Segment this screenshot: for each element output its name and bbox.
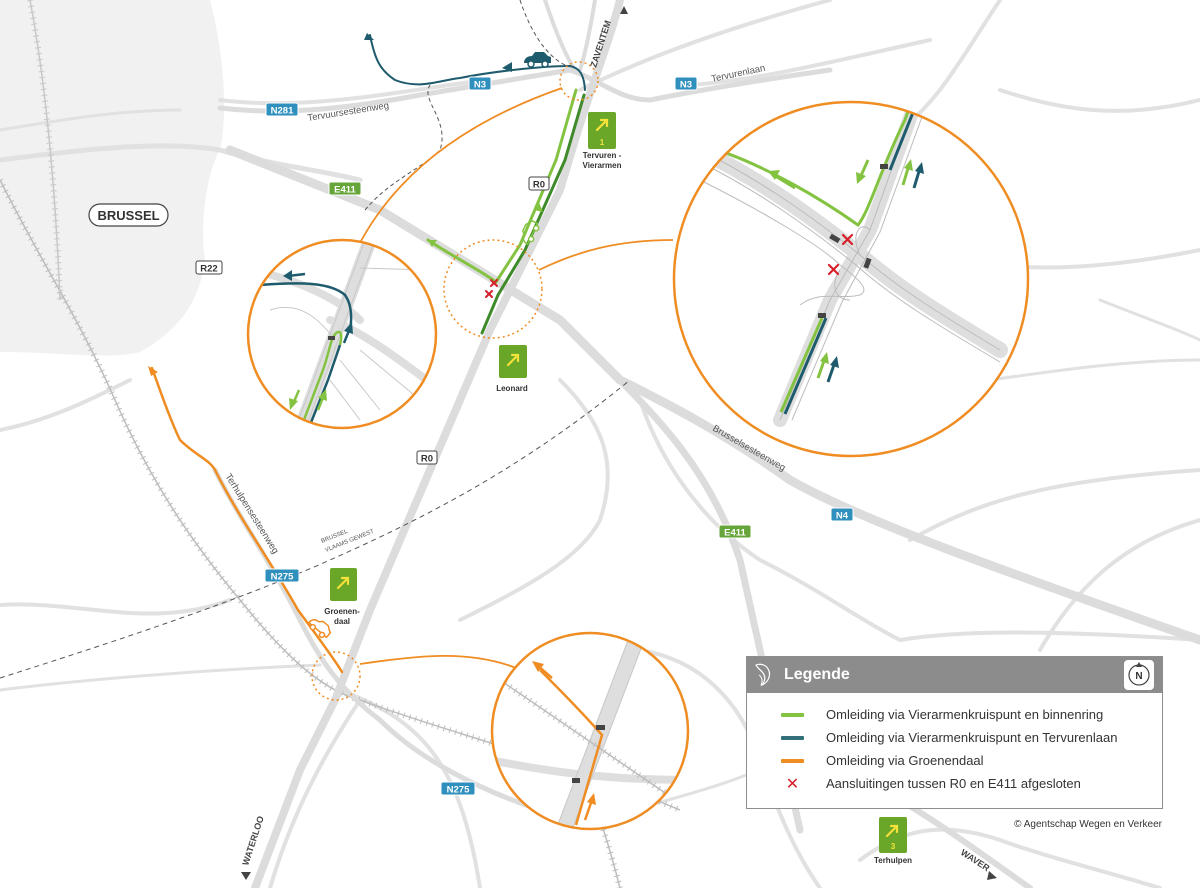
shield-n3-right: N3 <box>674 76 698 91</box>
svg-text:N275: N275 <box>271 572 294 583</box>
shield-n3-left: N3 <box>468 76 492 91</box>
legend-item: Omleiding via Vierarmenkruispunt en Terv… <box>781 726 1162 749</box>
car-icon <box>307 619 332 639</box>
svg-text:R22: R22 <box>200 264 217 275</box>
svg-text:3: 3 <box>891 842 896 851</box>
zoom-circle-vierarmen <box>672 100 1030 458</box>
legend-swatch <box>781 758 804 763</box>
svg-text:BRUSSEL: BRUSSEL <box>97 208 159 223</box>
closure-crosses-main <box>485 279 498 298</box>
svg-text:E411: E411 <box>334 185 356 196</box>
car-icon <box>524 52 551 68</box>
exit-sign-terhulpen: 3 Terhulpen <box>874 817 912 865</box>
legend-header: Legende N <box>747 657 1162 693</box>
svg-text:Tervuren -: Tervuren - <box>583 151 622 160</box>
copyright-notice: © Agentschap Wegen en Verkeer <box>1014 819 1162 830</box>
svg-text:R0: R0 <box>533 180 545 191</box>
closure-cross-icon: ✕ <box>785 773 800 793</box>
zoom-circle-groenendaal <box>490 631 690 831</box>
shield-n275-bottom: N275 <box>440 781 476 796</box>
zoom-circle-leonard <box>246 238 438 430</box>
exit-sign-leonard: Leonard <box>496 345 528 393</box>
shield-r0-top: R0 <box>528 176 550 191</box>
direction-arrow-icon <box>620 6 628 14</box>
shield-e411-bottom: E411 <box>718 524 752 539</box>
shield-n281: N281 <box>265 102 299 117</box>
svg-text:N275: N275 <box>447 785 470 796</box>
brussels-city-area <box>0 0 225 356</box>
region-border <box>0 379 631 679</box>
route-arrows <box>148 33 543 376</box>
route-teal <box>369 34 586 91</box>
major-roads <box>212 0 1200 888</box>
svg-text:1: 1 <box>600 138 605 147</box>
exit-sign-tervuren: 1 Tervuren - Vierarmen <box>583 112 622 170</box>
north-arrow-icon: N <box>1124 660 1154 690</box>
svg-text:N3: N3 <box>474 80 486 91</box>
svg-text:Terhulpensesteenweg: Terhulpensesteenweg <box>222 472 280 556</box>
svg-text:N: N <box>1135 671 1142 682</box>
svg-text:R0: R0 <box>421 454 433 465</box>
legend-item-label: Aansluitingen tussen R0 en E411 afgeslot… <box>826 776 1081 791</box>
legend-swatch <box>781 712 804 717</box>
exit-sign-groenendaal: Groenen- daal <box>324 568 360 626</box>
legend-item: Omleiding via Groenendaal <box>781 749 1162 772</box>
road-shields: N3 N3 N281 N4 N275 N275 E411 E411 R22 R0… <box>195 76 854 796</box>
legend-item-label: Omleiding via Groenendaal <box>826 753 984 768</box>
car-icon <box>521 219 540 246</box>
legend-item-label: Omleiding via Vierarmenkruispunt en Terv… <box>826 730 1118 745</box>
shield-e411-top: E411 <box>328 181 362 196</box>
svg-text:Vierarmen: Vierarmen <box>583 161 622 170</box>
city-label: BRUSSEL <box>88 203 169 227</box>
svg-text:Terhulpen: Terhulpen <box>874 856 912 865</box>
svg-text:E411: E411 <box>724 528 746 539</box>
zoom-connectors <box>359 87 674 669</box>
legend-item: ✕ Aansluitingen tussen R0 en E411 afgesl… <box>781 772 1162 795</box>
svg-text:N3: N3 <box>680 80 692 91</box>
legend-item-label: Omleiding via Vierarmenkruispunt en binn… <box>826 707 1104 722</box>
svg-text:N281: N281 <box>271 106 294 117</box>
agency-logo-icon <box>755 663 771 687</box>
svg-text:daal: daal <box>334 617 350 626</box>
focus-circles <box>311 61 599 701</box>
svg-text:Leonard: Leonard <box>496 384 528 393</box>
legend-item: Omleiding via Vierarmenkruispunt en binn… <box>781 703 1162 726</box>
shield-n4: N4 <box>830 507 854 522</box>
shield-r0-mid: R0 <box>416 450 438 465</box>
legend-list: Omleiding via Vierarmenkruispunt en binn… <box>747 693 1162 795</box>
svg-text:VLAAMS GEWEST: VLAAMS GEWEST <box>325 529 376 554</box>
legend-panel: Legende N Omleiding via Vierarmenkruispu… <box>746 656 1163 809</box>
legend-title: Legende <box>784 666 850 683</box>
direction-arrow-icon <box>987 871 997 880</box>
svg-text:Groenen-: Groenen- <box>324 607 360 616</box>
shield-r22: R22 <box>195 260 223 275</box>
shield-n275-left: N275 <box>264 568 300 583</box>
legend-swatch <box>781 735 804 740</box>
region-border-2 <box>364 84 443 211</box>
direction-arrow-icon <box>241 872 251 880</box>
svg-text:N4: N4 <box>836 511 849 522</box>
